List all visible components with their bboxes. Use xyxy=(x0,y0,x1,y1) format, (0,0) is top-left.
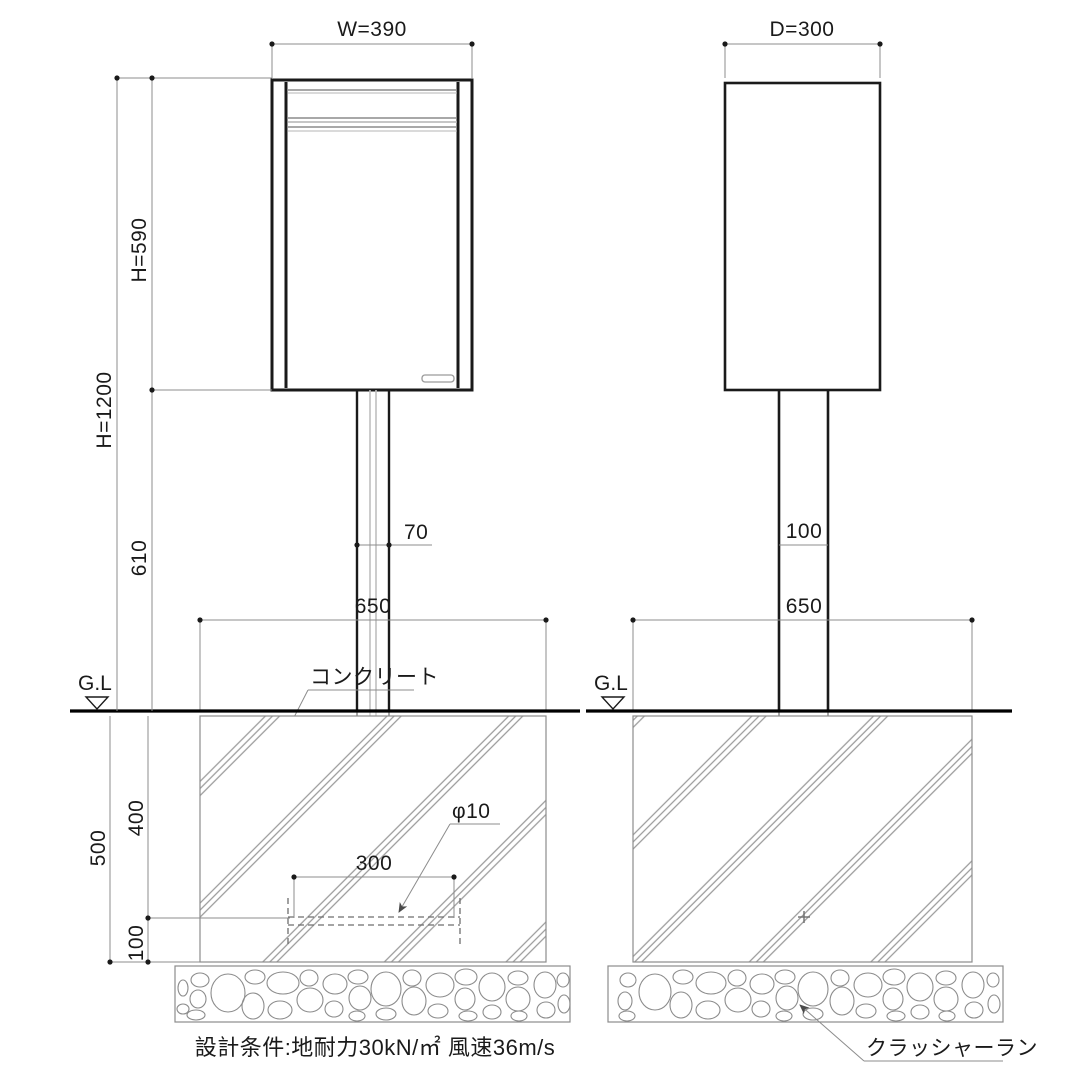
dim-stack-left-lower: 500 400 100 xyxy=(87,716,290,965)
design-conditions-note: 設計条件:地耐力30kN/㎡ 風速36m/s xyxy=(195,1035,556,1060)
side-concrete-footing xyxy=(632,715,973,963)
triangle-down-icon xyxy=(84,696,110,711)
triangle-down-icon-side xyxy=(600,696,626,711)
dim-label-650-side: 650 xyxy=(786,595,823,618)
front-anchor-plate xyxy=(287,898,461,945)
label-phi10-text: φ10 xyxy=(452,800,490,823)
dim-footing-width-side: 650 xyxy=(630,595,975,712)
front-crusher-run-layer xyxy=(174,965,571,1023)
dim-anchor-spacing: 300 xyxy=(291,852,457,918)
dim-label-side-depth: D=300 xyxy=(770,18,835,41)
gl-label-side: G.L xyxy=(594,672,628,695)
dim-label-500: 500 xyxy=(87,830,110,867)
dim-post-thickness-front: 70 xyxy=(354,521,432,548)
ground-level-front: G.L xyxy=(70,672,580,713)
dim-footing-width-front: 650 xyxy=(197,595,549,712)
gl-label-front: G.L xyxy=(78,672,112,695)
dim-label-300: 300 xyxy=(356,852,393,875)
dim-side-depth: D=300 xyxy=(722,18,883,78)
label-concrete: コンクリート xyxy=(267,666,439,769)
label-concrete-text: コンクリート xyxy=(310,666,439,689)
dim-label-cabinet-height: H=590 xyxy=(128,218,151,283)
dim-stack-left: H=590 H=1200 610 xyxy=(93,75,272,711)
dim-label-total-height: H=1200 xyxy=(93,371,116,448)
dim-label-front-width: W=390 xyxy=(337,18,407,41)
label-crusher-run: クラッシャーラン xyxy=(799,1004,1038,1062)
front-cabinet xyxy=(270,78,474,392)
dim-label-650-front: 650 xyxy=(355,595,392,618)
dim-label-100-depth: 100 xyxy=(125,925,148,962)
front-concrete-footing xyxy=(199,715,547,963)
side-crusher-run-layer xyxy=(607,965,1004,1023)
cabinet-lock-icon xyxy=(421,374,455,383)
label-anchor-diameter: φ10 xyxy=(398,800,500,913)
side-cabinet xyxy=(723,81,882,392)
center-cross-icon xyxy=(798,911,810,923)
ground-level-side: G.L xyxy=(586,672,1012,713)
label-crusher-run-text: クラッシャーラン xyxy=(866,1037,1038,1060)
dim-label-610: 610 xyxy=(128,540,151,577)
dim-post-thickness-side: 100 xyxy=(779,520,828,546)
dim-label-400: 400 xyxy=(125,800,148,837)
dim-label-70: 70 xyxy=(404,521,428,544)
dim-front-width: W=390 xyxy=(269,18,475,78)
dim-label-100-post: 100 xyxy=(786,520,823,543)
